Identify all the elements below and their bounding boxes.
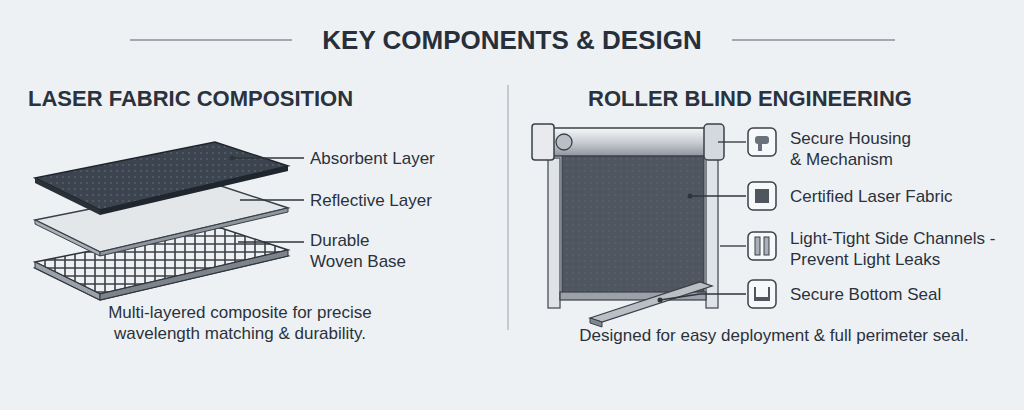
icon-box: [748, 280, 776, 308]
icon-box: [748, 128, 776, 156]
leader-line: [718, 141, 746, 142]
bottom-seal: [590, 282, 712, 322]
leader-line: [660, 294, 746, 300]
part-label: Secure Bottom Seal: [790, 284, 1010, 305]
leader-dot: [230, 156, 235, 161]
part-label: Certified Laser Fabric: [790, 186, 1010, 207]
section-heading: ROLLER BLIND ENGINEERING: [588, 85, 988, 113]
title: KEY COMPONENTS & DESIGN: [292, 24, 732, 57]
side-channel: [548, 158, 560, 308]
leader-line: [232, 157, 304, 158]
part-label: Light-Tight Side Channels - Prevent Ligh…: [790, 228, 1002, 271]
caption: Multi-layered composite for precise wave…: [40, 302, 440, 345]
housing: [540, 128, 716, 156]
part-label: Durable Woven Base: [310, 230, 422, 273]
leader-line: [720, 245, 746, 246]
icon-box: [748, 232, 776, 260]
leader-line: [238, 241, 304, 242]
part-label: Reflective Layer: [310, 190, 490, 211]
absorbent-layer: [35, 142, 288, 215]
title-rule: [130, 39, 292, 41]
roller-blind: [532, 124, 724, 327]
caption: Designed for easy deployment & full peri…: [534, 325, 1014, 346]
section-divider: [507, 85, 509, 330]
part-label: Secure Housing & Mechanism: [790, 128, 918, 171]
part-label: Absorbent Layer: [310, 148, 490, 169]
section-heading: LASER FABRIC COMPOSITION: [28, 85, 468, 113]
laser-fabric: [562, 150, 704, 296]
leader-line: [690, 195, 746, 196]
leader-line: [240, 199, 304, 200]
icon-box: [748, 182, 776, 210]
title-rule: [732, 39, 895, 41]
